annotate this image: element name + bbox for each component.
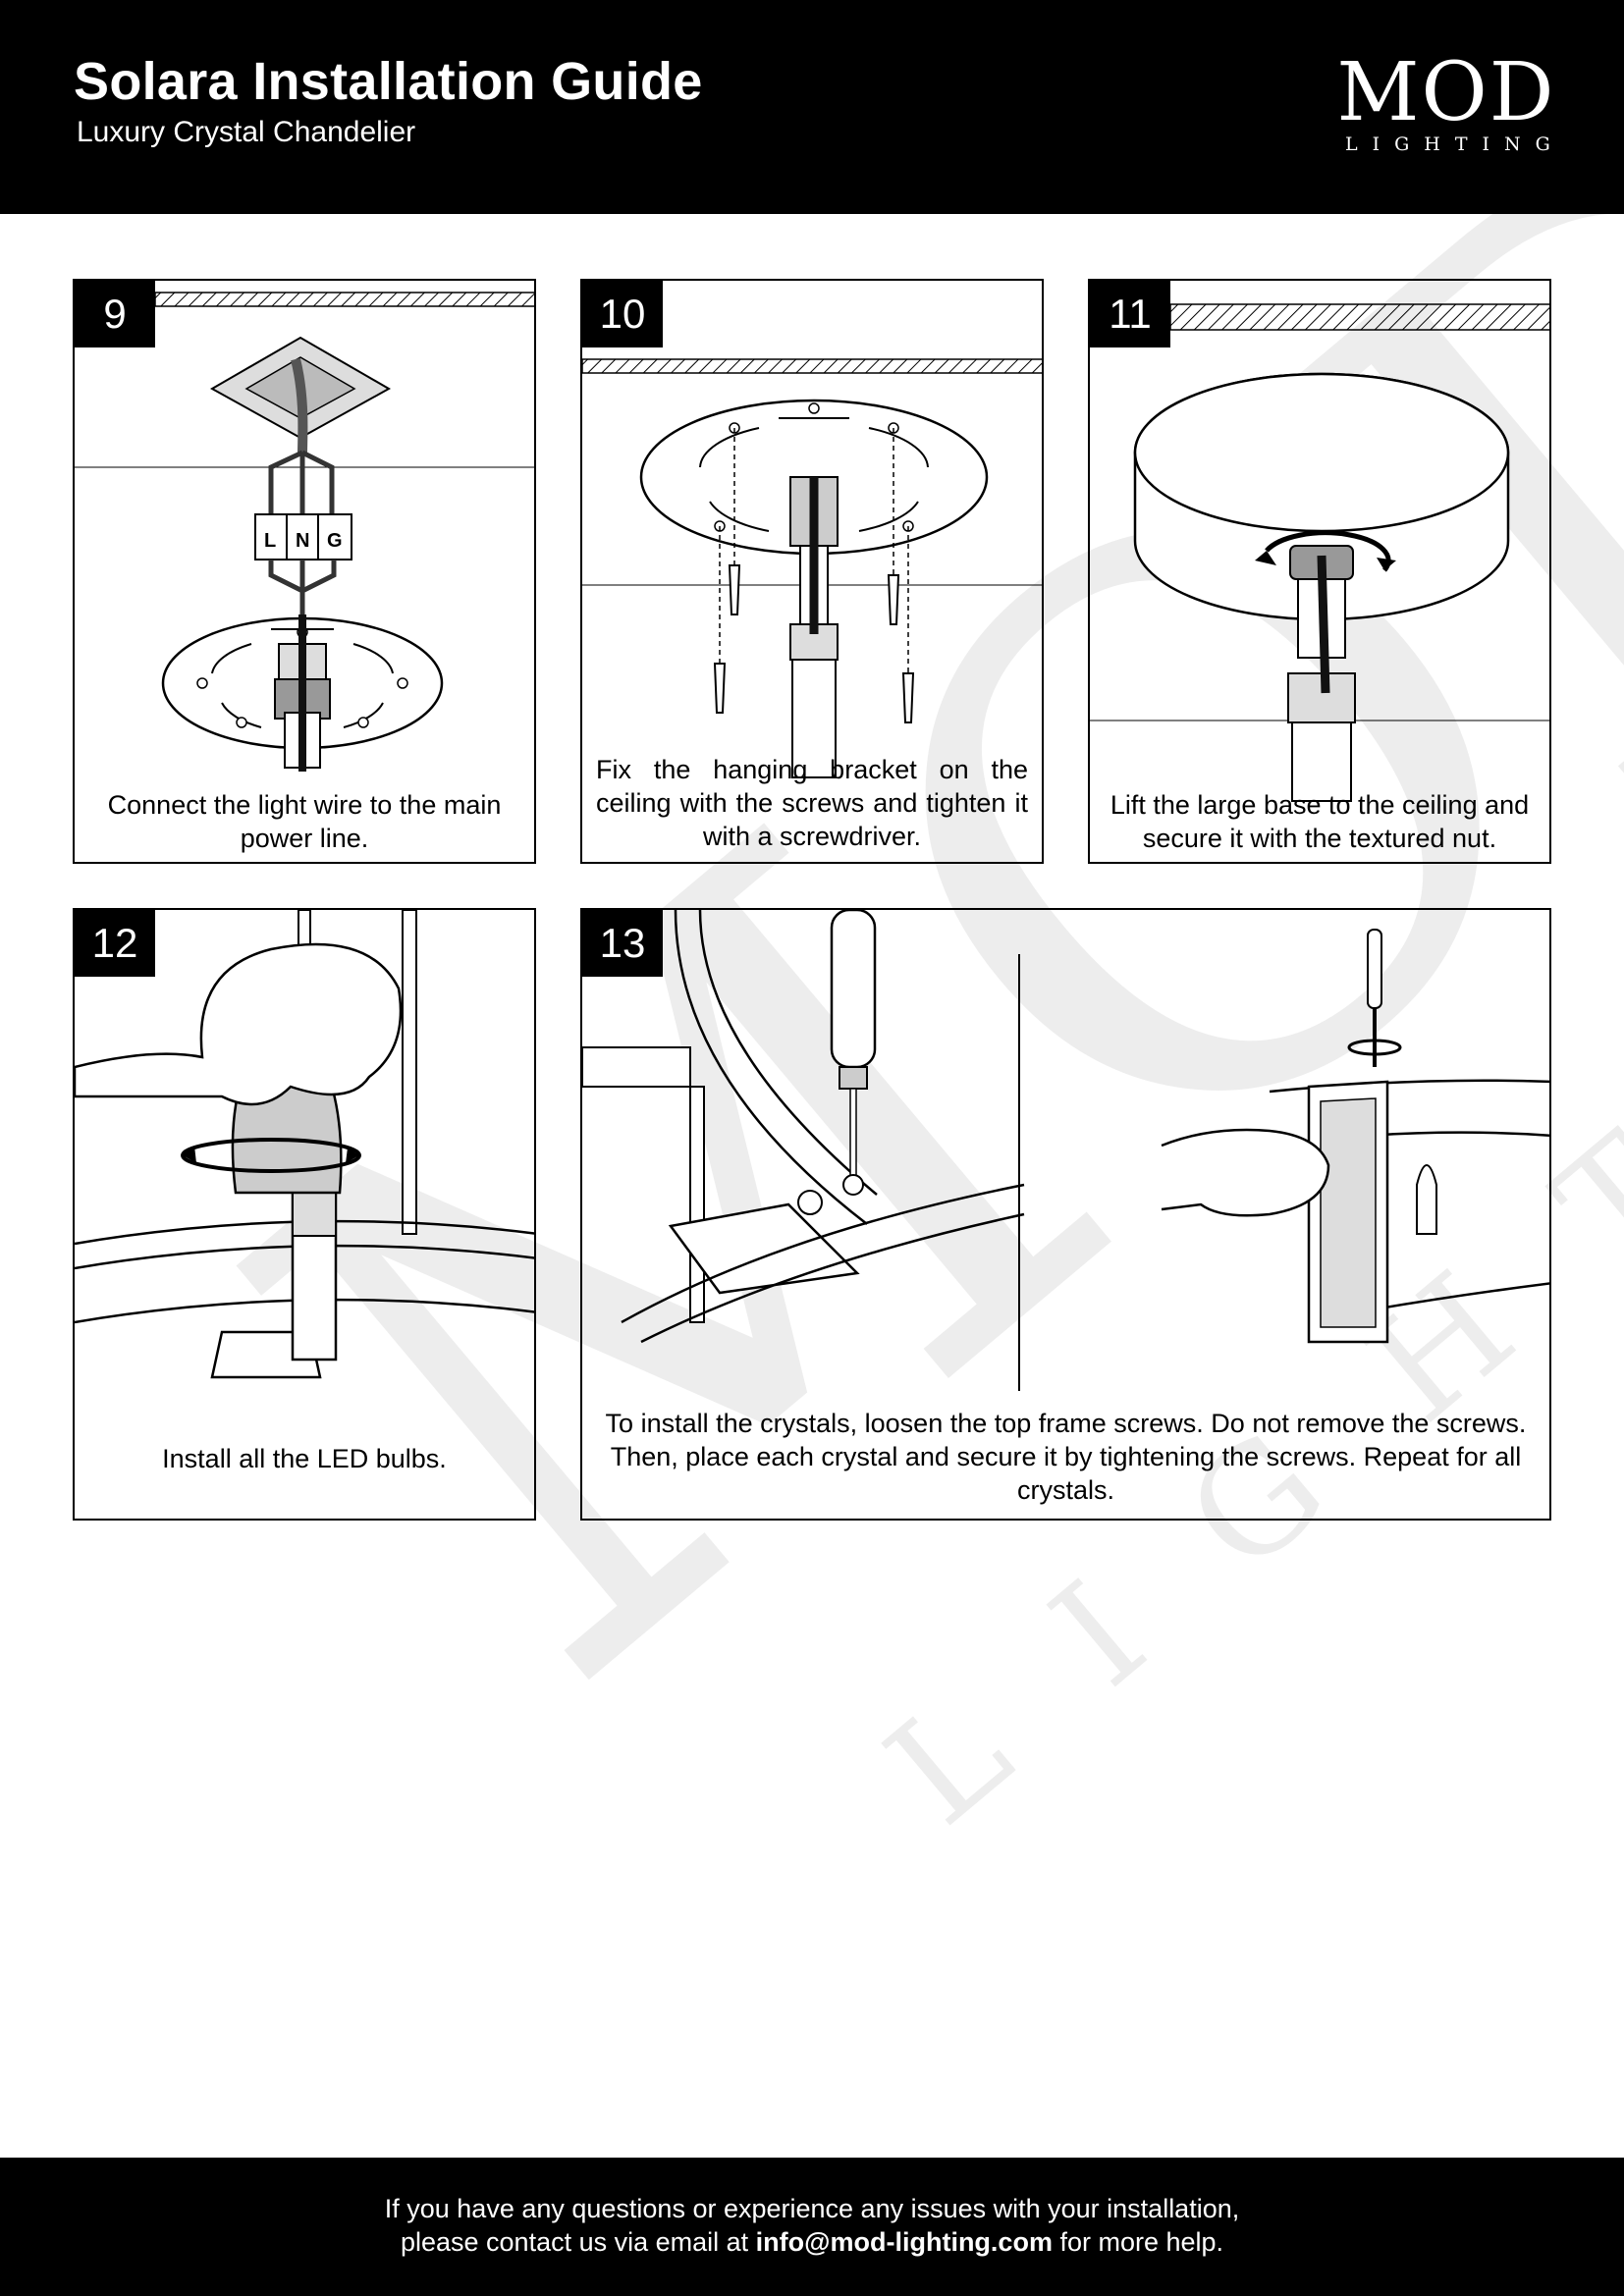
step-number: 9: [75, 281, 155, 347]
step-number: 11: [1090, 281, 1170, 347]
logo-tagline: LIGHTING: [1345, 133, 1565, 155]
page-subtitle: Luxury Crystal Chandelier: [77, 116, 416, 148]
connector-label-g: G: [327, 530, 343, 552]
step-number: 13: [582, 910, 663, 977]
page-header: Solara Installation Guide Luxury Crystal…: [0, 0, 1624, 214]
wiring-diagram-illustration: L N G: [75, 292, 534, 772]
step-panel-12: 12 Install all the LED bulbs.: [73, 908, 536, 1521]
connector-label-l: L: [264, 530, 276, 552]
bulb-install-illustration: [75, 910, 534, 1379]
step-panel-13: 13 To install the crystals, loosen the t…: [580, 908, 1551, 1521]
logo-wordmark: MOD: [1336, 46, 1556, 139]
step-caption: Connect the light wire to the main power…: [107, 790, 502, 853]
page-title: Solara Installation Guide: [74, 52, 703, 111]
step-caption: Lift the large base to the ceiling and s…: [1110, 790, 1530, 853]
step-panel-11: 11 Lift the large base to the ceiling an…: [1088, 279, 1551, 864]
step-number: 10: [582, 281, 663, 347]
step-panel-9: 9 L N G: [73, 279, 536, 864]
connector-label-n: N: [296, 530, 309, 552]
step-caption: Install all the LED bulbs.: [162, 1444, 447, 1473]
footer-text-post: for more help.: [1052, 2227, 1224, 2257]
footer-text-pre: please contact us via email at: [400, 2227, 756, 2257]
footer-line-1: If you have any questions or experience …: [384, 2194, 1240, 2223]
step-number: 12: [75, 910, 155, 977]
support-email-link[interactable]: info@mod-lighting.com: [755, 2227, 1053, 2257]
brand-logo: MOD LIGHTING: [1333, 46, 1565, 156]
step-panel-10: 10 Fix: [580, 279, 1044, 864]
page-footer: If you have any questions or experience …: [0, 2158, 1624, 2296]
crystal-install-illustration: [582, 910, 1549, 1391]
canopy-lift-illustration: [1090, 303, 1549, 802]
step-caption: Fix the hanging bracket on the ceiling w…: [596, 755, 1028, 851]
footer-line-2: please contact us via email at info@mod-…: [0, 2225, 1624, 2259]
bracket-mounting-illustration: [582, 358, 1042, 778]
step-caption: To install the crystals, loosen the top …: [605, 1409, 1527, 1505]
